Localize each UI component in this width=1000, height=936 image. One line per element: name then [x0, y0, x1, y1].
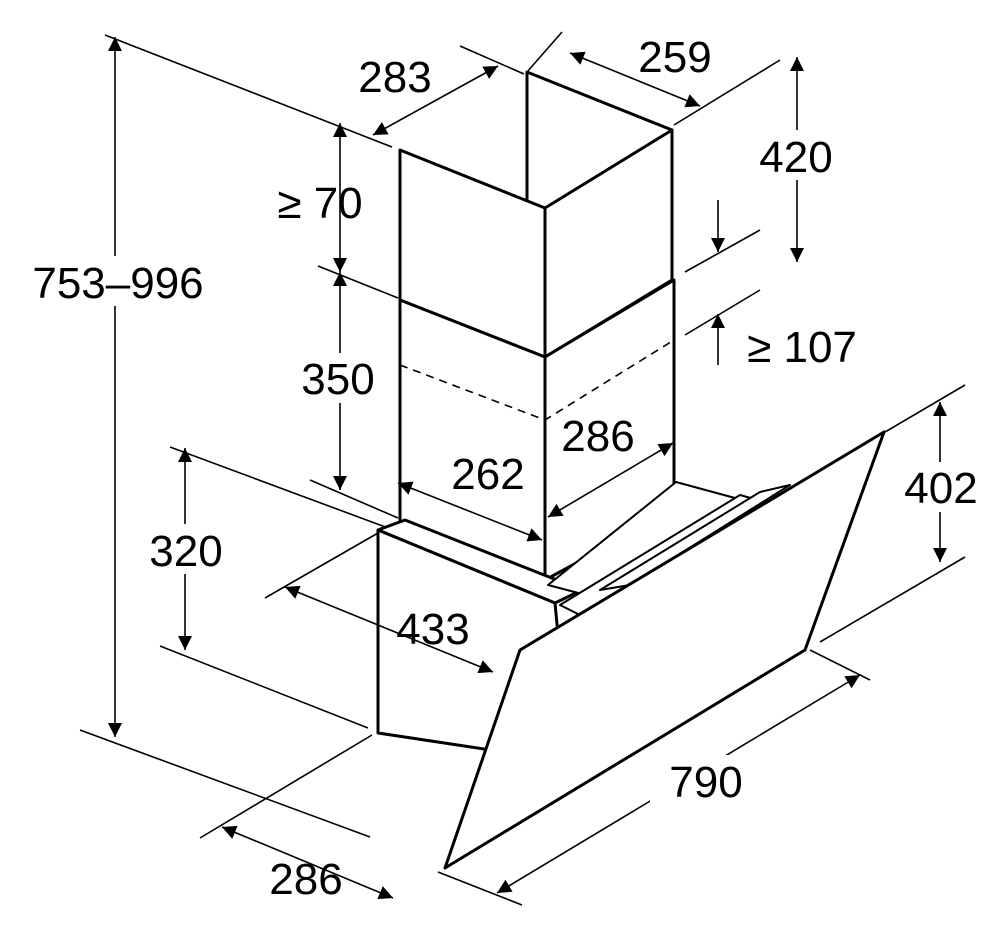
label-chimney-inner-depth: 262: [451, 450, 524, 499]
dim-line-body-depth: [284, 585, 494, 674]
label-canopy-height: 402: [904, 464, 977, 513]
label-chimney-inner-width: 286: [561, 412, 634, 461]
hidden-overlap-line: [399, 339, 675, 421]
dimension-labels: 753–996 283 259 420 ≥ 70 ≥ 107 350 262 2…: [32, 33, 977, 904]
label-base-depth: 286: [269, 855, 342, 904]
dim-line-chimney-inner-depth: [397, 481, 543, 542]
dim-line-base-depth: [221, 825, 394, 900]
label-body-height: 320: [149, 527, 222, 576]
dim-line-chimney-top-depth: [372, 65, 499, 136]
label-upper-chimney-height: 420: [759, 133, 832, 182]
label-min-top-clearance: ≥ 70: [277, 179, 362, 228]
label-min-overlap: ≥ 107: [747, 323, 857, 372]
label-width: 790: [669, 758, 742, 807]
label-chimney-top-depth: 283: [358, 53, 431, 102]
mechanism-flap: [599, 484, 791, 591]
label-lower-chimney-height: 350: [301, 355, 374, 404]
dim-line-chimney-top-width: [569, 51, 701, 108]
dimension-lines: [108, 37, 947, 900]
dim-line-chimney-inner-width: [547, 442, 674, 518]
label-total-height: 753–996: [32, 259, 203, 308]
label-body-depth: 433: [396, 605, 469, 654]
label-backgrounds: [12, 130, 989, 805]
label-chimney-top-width: 259: [638, 33, 711, 82]
